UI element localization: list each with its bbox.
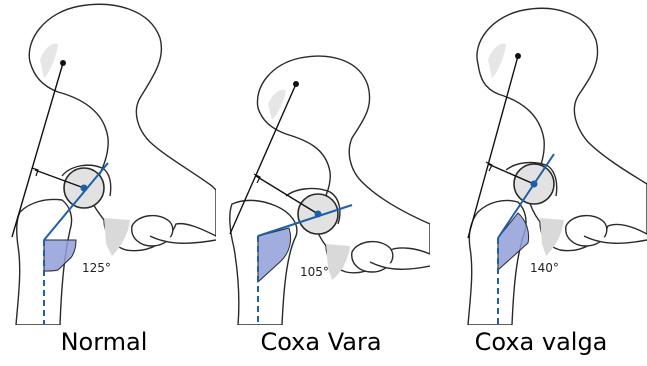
head-center-dot bbox=[531, 181, 538, 188]
neck-shaft-angle-wedge bbox=[44, 240, 76, 272]
reference-dot bbox=[60, 60, 66, 66]
reference-dot bbox=[515, 53, 521, 59]
panel-normal: 125° bbox=[12, 4, 216, 325]
angle-label-coxa-vara: 105° bbox=[300, 265, 329, 279]
angle-label-normal: 125° bbox=[82, 261, 111, 275]
reference-dot bbox=[293, 81, 299, 87]
caption-coxa-valga: Coxa valga bbox=[475, 327, 608, 357]
caption-coxa-vara: Coxa Vara bbox=[260, 327, 381, 357]
right-angle-mark bbox=[32, 168, 38, 176]
panel-coxa-valga: 140° bbox=[468, 8, 647, 325]
caption-normal: Normal bbox=[61, 327, 148, 357]
panel-coxa-vara: 105° bbox=[230, 56, 430, 325]
head-center-dot bbox=[315, 211, 322, 218]
angle-label-coxa-valga: 140° bbox=[530, 261, 559, 275]
head-center-dot bbox=[81, 185, 88, 192]
